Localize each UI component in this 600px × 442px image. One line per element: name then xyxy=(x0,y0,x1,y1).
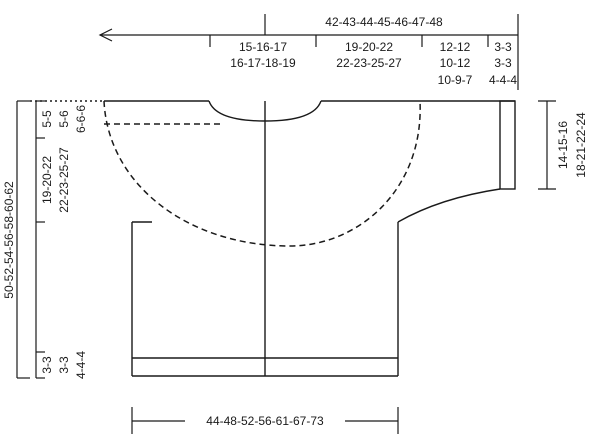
shoulder-width-line2: 22-23-25-27 xyxy=(336,56,402,70)
yoke-depth-line2: 22-23-25-27 xyxy=(57,147,71,213)
yoke-top-line1: 5-5 xyxy=(40,110,54,128)
sleeve-underarm-curve xyxy=(397,188,501,223)
yoke-depth-line1: 19-20-22 xyxy=(40,156,54,204)
yoke-top-line2: 5-6 xyxy=(57,110,71,128)
rib-height-line3: 4-4-4 xyxy=(74,351,88,379)
top-measurement-group: 42-43-44-45-46-47-48 15-16-17 16-17-18-1… xyxy=(98,14,519,90)
yoke-top-line3: 6-6-6 xyxy=(74,105,88,133)
yoke-dashed-lines xyxy=(103,100,421,247)
sleeve-cuff xyxy=(499,100,516,190)
sleeve-length-line2: 10-12 xyxy=(440,56,471,70)
cuff-length-line2: 3-3 xyxy=(494,56,512,70)
sleeve-width-line1: 14-15-16 xyxy=(556,121,570,169)
garment-outline xyxy=(30,100,516,377)
cuff-length-line3: 4-4-4 xyxy=(489,73,517,87)
sleeve-width-line2: 18-21-22-24 xyxy=(574,112,588,178)
bottom-measurement-group: 44-48-52-56-61-67-73 xyxy=(131,407,399,434)
bottom-label-backdrop xyxy=(185,412,345,430)
body-width-measurement: 44-48-52-56-61-67-73 xyxy=(206,414,324,428)
total-length-measurement: 50-52-54-56-58-60-62 xyxy=(2,181,16,299)
cuff-length-line1: 3-3 xyxy=(494,40,512,54)
sleeve-length-line1: 12-12 xyxy=(440,40,471,54)
arrow-left-icon xyxy=(98,28,113,42)
left-measurement-group: 50-52-54-56-58-60-62 5-5 5-6 6-6-6 19-20… xyxy=(2,100,88,379)
rib-height-line2: 3-3 xyxy=(57,356,71,374)
sleeve-length-line3: 10-9-7 xyxy=(438,73,473,87)
rib-height-line1: 3-3 xyxy=(40,356,54,374)
yoke-arc-dashed xyxy=(103,100,421,247)
sleeve-measurement-group: 14-15-16 18-21-22-24 xyxy=(538,100,588,190)
neck-width-line1: 15-16-17 xyxy=(239,40,287,54)
neck-width-line2: 16-17-18-19 xyxy=(230,56,296,70)
shoulder-width-line1: 19-20-22 xyxy=(345,40,393,54)
top-total-measurement: 42-43-44-45-46-47-48 xyxy=(325,15,443,29)
